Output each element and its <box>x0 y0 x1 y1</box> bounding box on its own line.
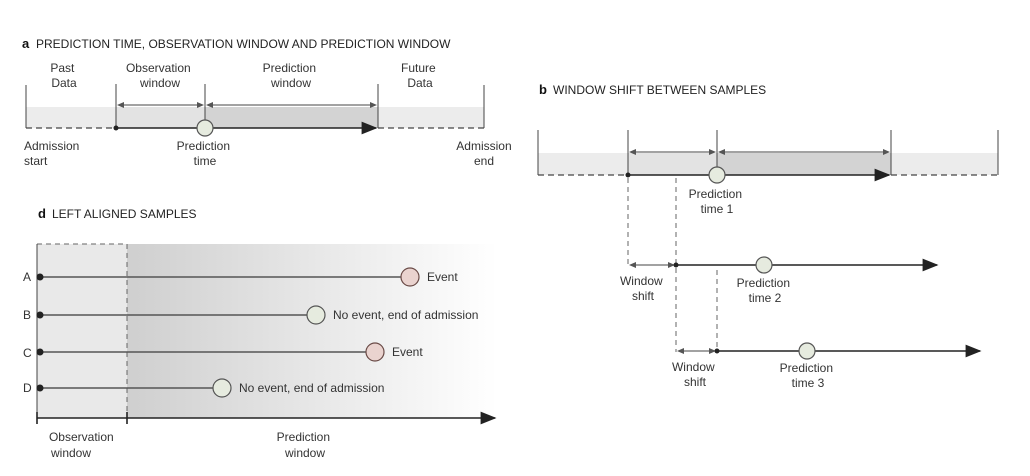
admission-end-label: Admission end <box>456 139 515 168</box>
past-data-label: Past Data <box>50 61 77 90</box>
sample-d-outcome: No event, end of admission <box>239 381 384 395</box>
sample-b-start-dot <box>36 311 44 319</box>
sample-c-label: C <box>23 346 32 360</box>
sample-b-label: B <box>23 308 31 322</box>
b-prediction-time-2-label: Prediction time 2 <box>737 276 794 305</box>
sample-c-event-marker <box>365 342 385 362</box>
observation-window-region <box>116 107 205 128</box>
sample-d-start-dot <box>36 384 44 392</box>
b-prediction-time-3-marker <box>798 342 816 360</box>
b-prediction-time-3-label: Prediction time 3 <box>780 361 837 390</box>
b-prediction-time-1-label: Prediction time 1 <box>689 187 746 216</box>
b-prediction-time-1-marker <box>708 166 726 184</box>
panel-a-letter: a <box>22 36 30 51</box>
panel-d: d LEFT ALIGNED SAMPLES A Event B No even… <box>23 206 497 460</box>
b-sample-3-start-dot <box>714 348 720 354</box>
b-window-shift-label-2: Window shift <box>672 360 718 389</box>
panel-d-letter: d <box>38 206 46 221</box>
future-data-region <box>378 107 484 128</box>
prediction-time-marker <box>196 119 214 137</box>
panel-b-letter: b <box>539 82 547 97</box>
b-future-region <box>891 153 998 175</box>
prediction-time-label: Prediction time <box>177 139 234 168</box>
b-observation-region <box>628 153 717 175</box>
past-data-region <box>26 107 116 128</box>
sample-d-label: D <box>23 381 32 395</box>
observation-start-dot <box>113 125 119 131</box>
sample-d-no-event-marker <box>212 378 232 398</box>
future-data-label: Future Data <box>401 61 439 90</box>
sample-c-outcome: Event <box>392 345 423 359</box>
sample-a-label: A <box>23 270 31 284</box>
prediction-window-label: Prediction window <box>263 61 320 90</box>
prediction-window-region <box>205 107 378 128</box>
b-window-shift-label-1: Window shift <box>620 274 666 303</box>
observation-window-label: Observation window <box>126 61 194 90</box>
admission-start-label: Admission start <box>24 139 83 168</box>
b-prediction-region <box>717 153 891 175</box>
b-past-region <box>538 153 628 175</box>
sample-a-start-dot <box>36 273 44 281</box>
d-observation-region <box>37 244 127 418</box>
d-prediction-region <box>127 244 497 418</box>
d-observation-window-label: Observation window <box>49 430 117 460</box>
b-prediction-time-2-marker <box>755 256 773 274</box>
panel-b-title: WINDOW SHIFT BETWEEN SAMPLES <box>553 83 766 97</box>
sample-b-no-event-marker <box>306 305 326 325</box>
sample-c-start-dot <box>36 348 44 356</box>
sample-b-outcome: No event, end of admission <box>333 308 478 322</box>
panel-a: a PREDICTION TIME, OBSERVATION WINDOW AN… <box>22 36 515 168</box>
panel-a-title: PREDICTION TIME, OBSERVATION WINDOW AND … <box>36 37 451 51</box>
panel-b: b WINDOW SHIFT BETWEEN SAMPLES Predictio… <box>537 82 999 390</box>
d-prediction-window-label: Prediction window <box>277 430 334 460</box>
panel-d-title: LEFT ALIGNED SAMPLES <box>52 207 197 221</box>
b-observation-start-dot <box>625 172 631 178</box>
sample-a-outcome: Event <box>427 270 458 284</box>
sample-a-event-marker <box>400 267 420 287</box>
b-sample-2-start-dot <box>673 262 679 268</box>
